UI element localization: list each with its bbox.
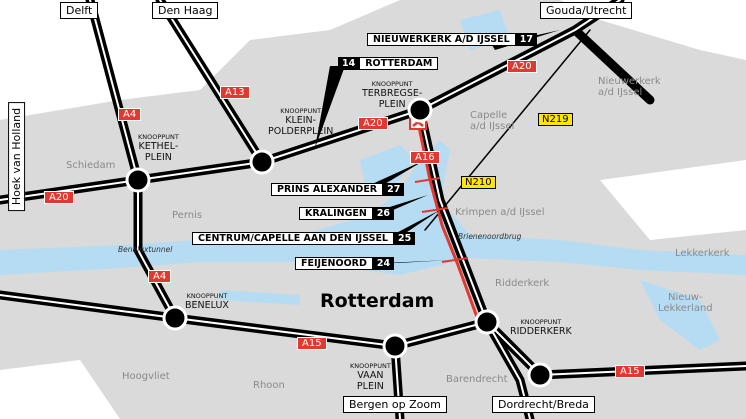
road-label-a20: A20 (44, 191, 74, 204)
beneluxtunnel-label: Beneluxtunnel (118, 245, 173, 254)
place-hoogvliet: Hoogvliet (122, 371, 170, 382)
road-label-a20: A20 (358, 117, 388, 130)
road-label-a13: A13 (220, 86, 250, 99)
exit-markers (414, 177, 469, 263)
place-lekkerkerk: Lekkerkerk (675, 248, 730, 259)
destination-bergen-op-zoom: Bergen op Zoom (343, 396, 447, 413)
destination-den-haag: Den Haag (152, 2, 219, 19)
road-label-a16: A16 (410, 151, 440, 164)
junctions (125, 97, 553, 388)
destination-gouda-utrecht: Gouda/Utrecht (540, 2, 633, 19)
place-nieuw-lekkerland: Nieuw-Lekkerland (658, 292, 713, 314)
place-krimpen: Krimpen a/d IJssel (455, 207, 545, 218)
place-pernis: Pernis (172, 210, 203, 221)
place-ridderkerk: Ridderkerk (495, 278, 550, 289)
brienenoordbrug-label: Brienenoordbrug (458, 232, 522, 241)
road-label-a20: A20 (507, 60, 537, 73)
road-label-n219: N219 (538, 113, 573, 126)
destination-dordrecht-breda: Dordrecht/Breda (492, 396, 595, 413)
road-label-a15: A15 (297, 337, 327, 350)
city-rotterdam: Rotterdam (320, 290, 435, 312)
road-label-a4: A4 (118, 108, 142, 121)
place-rhoon: Rhoon (253, 380, 285, 391)
road-label-a4: A4 (148, 270, 172, 283)
destination-delft: Delft (60, 2, 99, 19)
road-label-n210: N210 (461, 176, 496, 189)
road-label-a15: A15 (615, 365, 645, 378)
place-schiedam: Schiedam (66, 160, 116, 171)
destination-hoek-van-holland: Hoek van Holland (8, 101, 26, 212)
place-barendrecht: Barendrecht (446, 374, 508, 385)
